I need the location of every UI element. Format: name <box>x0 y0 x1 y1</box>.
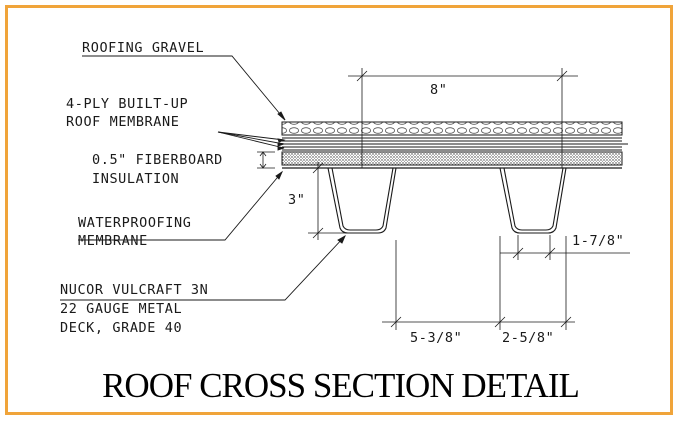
dimension-labels: 8" 3" 1-7/8" 5-3/8" 2-5/8" <box>288 82 624 346</box>
built-up-membrane-layer <box>282 137 628 151</box>
label-deck-line2: 22 GAUGE METAL <box>60 301 182 317</box>
label-insulation-line1: 0.5" FIBERBOARD <box>92 152 223 168</box>
fiberboard-insulation-layer <box>281 151 623 169</box>
orange-border-frame <box>5 5 673 415</box>
dimension-lines <box>257 68 630 330</box>
label-waterproof-line1: WATERPROOFING <box>78 215 191 231</box>
label-membrane-line1: 4-PLY BUILT-UP <box>66 96 188 112</box>
label-deck-line1: NUCOR VULCRAFT 3N <box>60 282 208 298</box>
drawing-title: ROOF CROSS SECTION DETAIL <box>102 366 580 405</box>
label-roofing-gravel: ROOFING GRAVEL <box>82 40 204 56</box>
leader-lines <box>60 55 346 301</box>
metal-deck-profile <box>327 167 567 234</box>
label-deck-line3: DECK, GRADE 40 <box>60 320 182 336</box>
label-membrane-line2: ROOF MEMBRANE <box>66 114 179 130</box>
label-insulation-line2: INSULATION <box>92 171 179 187</box>
dim-top-width: 8" <box>430 82 447 98</box>
dim-rib-width: 2-5/8" <box>502 330 554 346</box>
label-waterproof-line2: MEMBRANE <box>78 233 148 249</box>
dim-depth: 3" <box>288 192 305 208</box>
callout-labels: ROOFING GRAVEL 4-PLY BUILT-UP ROOF MEMBR… <box>60 40 223 336</box>
dim-bottom-width: 1-7/8" <box>572 233 624 249</box>
dim-span: 5-3/8" <box>410 330 462 346</box>
gravel-layer <box>281 121 623 136</box>
